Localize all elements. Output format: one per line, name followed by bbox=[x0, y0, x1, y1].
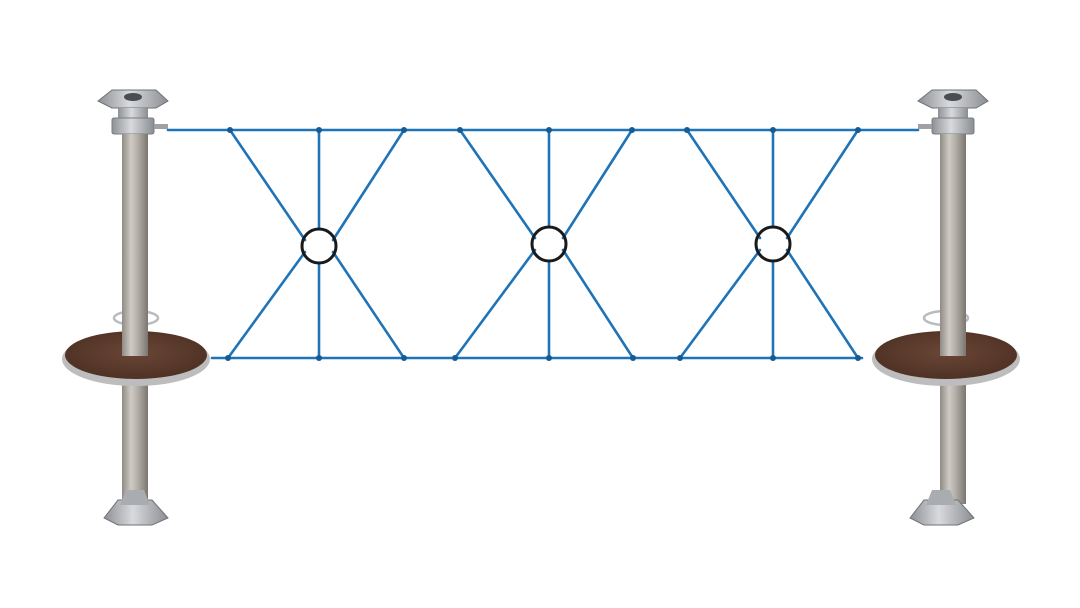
left-post-shaft-front bbox=[122, 300, 148, 356]
net-panel-2 bbox=[453, 128, 635, 360]
net-rings bbox=[300, 225, 792, 265]
right-post-shaft-front bbox=[940, 300, 966, 356]
right-post-base bbox=[909, 490, 975, 526]
net-panel-3 bbox=[678, 128, 860, 360]
left-post-top-cap bbox=[97, 89, 169, 135]
ring-1 bbox=[300, 227, 338, 265]
rope-knots bbox=[225, 127, 861, 361]
right-post-top-cap bbox=[917, 89, 989, 135]
ring-3 bbox=[754, 225, 792, 263]
rope-net bbox=[166, 128, 920, 360]
left-platform bbox=[62, 309, 210, 386]
left-post-base bbox=[103, 490, 169, 526]
net-panel-1 bbox=[226, 128, 406, 360]
ring-2 bbox=[530, 225, 568, 263]
